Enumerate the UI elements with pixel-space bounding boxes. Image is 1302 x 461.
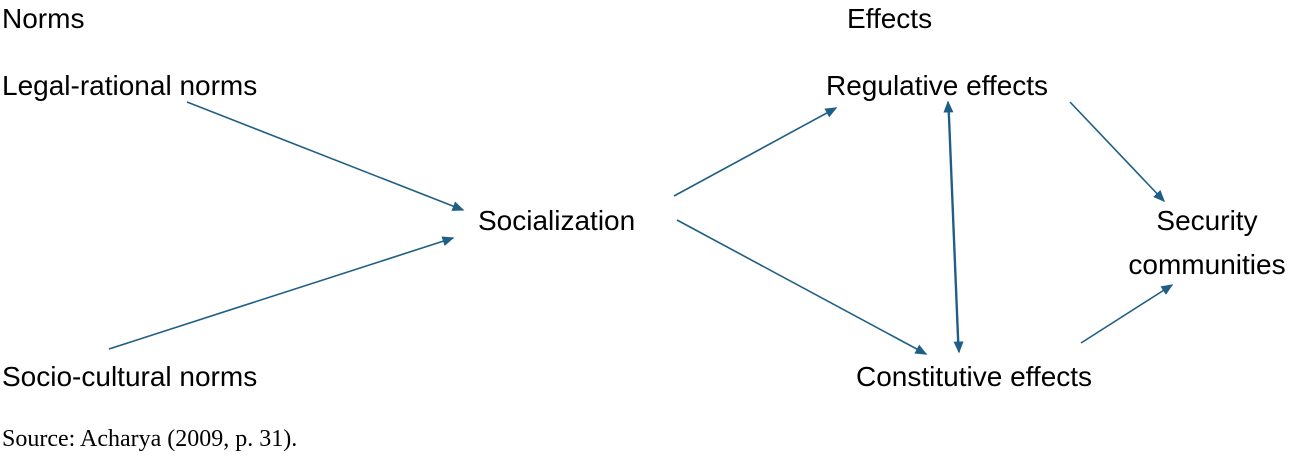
norms-header: Norms — [2, 3, 85, 34]
node-socialization: Socialization — [478, 205, 636, 236]
effects-header: Effects — [847, 3, 933, 34]
node-legal-rational-norms: Legal-rational norms — [2, 70, 258, 101]
source-citation: Source: Acharya (2009, p. 31). — [2, 426, 298, 452]
node-socio-cultural-norms: Socio-cultural norms — [2, 361, 258, 392]
node-regulative-effects: Regulative effects — [826, 70, 1049, 101]
node-constitutive-effects: Constitutive effects — [856, 361, 1093, 392]
security-communities-line-2: communities — [1128, 249, 1286, 280]
arrow-constitutive-to-security — [1080, 284, 1174, 344]
arrow-regulative-to-security — [1069, 101, 1166, 203]
arrow-regulative-to-constitutive — [948, 107, 964, 354]
arrow-legal-to-socialization — [186, 101, 465, 211]
arrow-socialization-to-regulative — [673, 107, 838, 197]
node-security-communities: Security communities — [1112, 205, 1302, 281]
arrow-socialization-to-constitutive — [676, 219, 928, 355]
security-communities-line-1: Security — [1156, 205, 1258, 236]
arrow-socio-to-socialization — [108, 236, 455, 350]
